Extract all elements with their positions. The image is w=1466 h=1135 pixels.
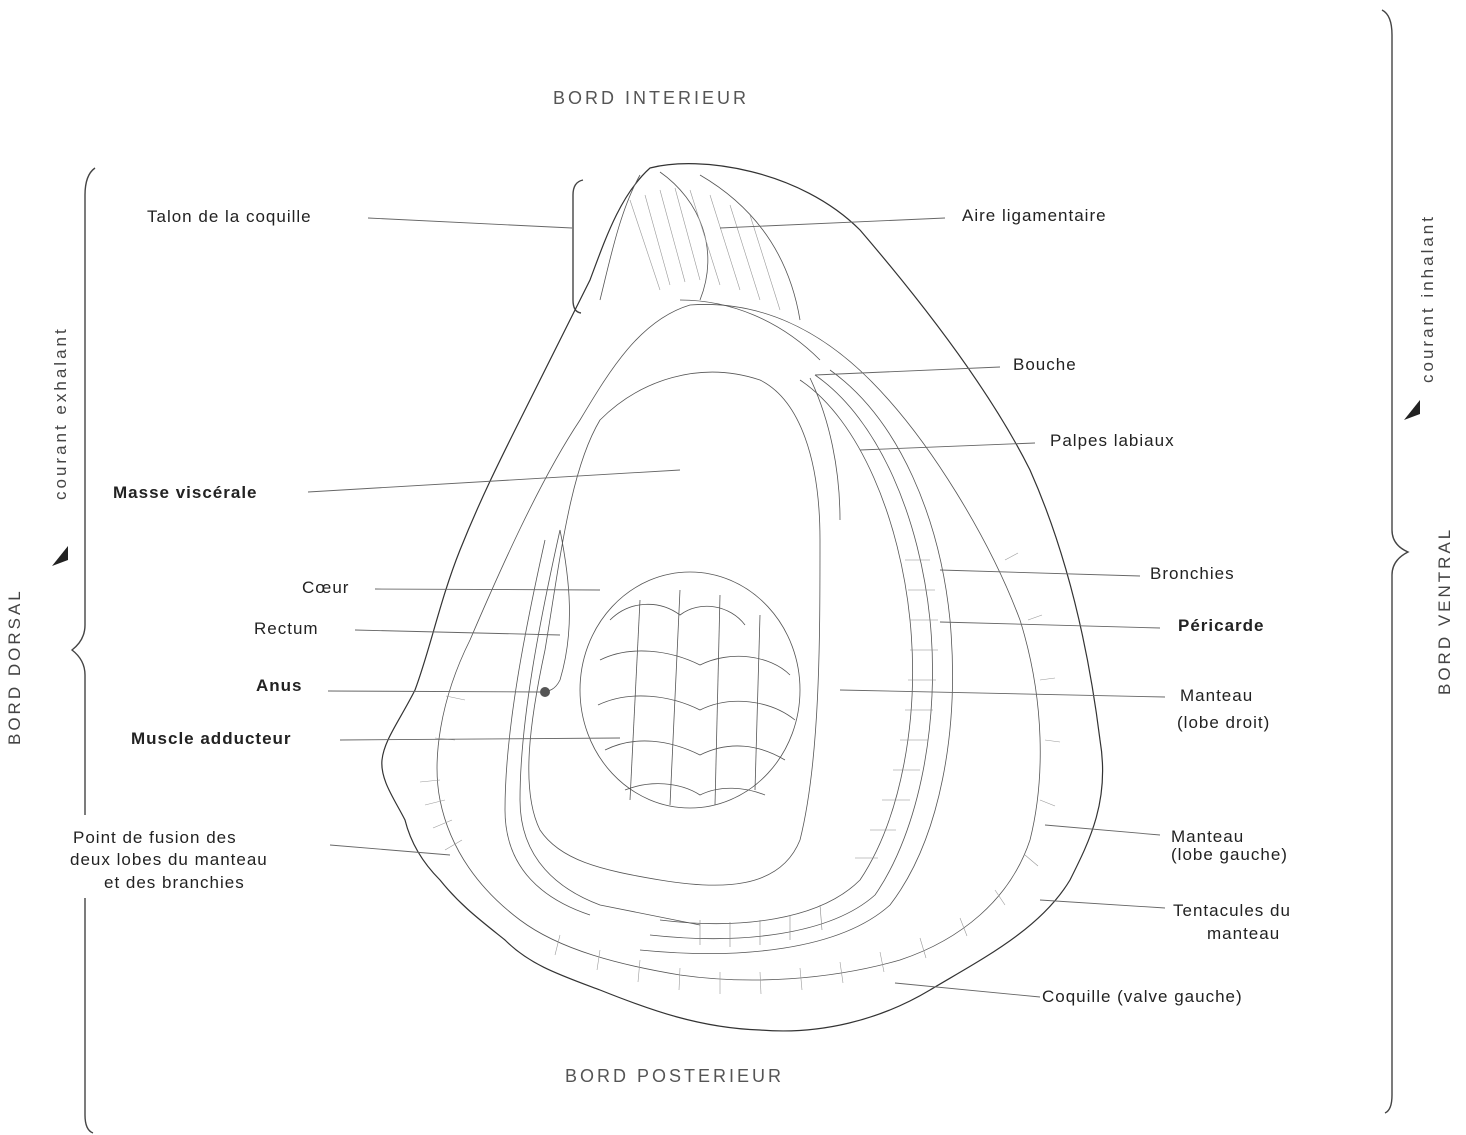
rectum-line bbox=[545, 530, 569, 691]
label-fusion-line1: Point de fusion des bbox=[73, 828, 237, 847]
label-masse-viscerale: Masse viscérale bbox=[113, 483, 258, 502]
gill-band-3 bbox=[640, 370, 953, 954]
gill-band-1 bbox=[660, 380, 913, 924]
left-brace-lower bbox=[85, 898, 93, 1133]
label-tentacules-1: Tentacules du bbox=[1173, 901, 1291, 920]
label-manteau-gauche-1: Manteau bbox=[1171, 827, 1244, 846]
adductor-muscle-cells bbox=[598, 590, 795, 805]
exhalant-arrow-icon bbox=[52, 546, 68, 566]
label-bronchies: Bronchies bbox=[1150, 564, 1235, 583]
label-manteau-droit-1: Manteau bbox=[1180, 686, 1253, 705]
label-muscle-adducteur: Muscle adducteur bbox=[131, 729, 292, 748]
gill-band-2 bbox=[650, 375, 933, 939]
talon-bracket bbox=[573, 180, 583, 313]
left-brace-upper bbox=[72, 168, 95, 815]
label-manteau-gauche-2: (lobe gauche) bbox=[1171, 845, 1288, 864]
label-rectum: Rectum bbox=[254, 619, 319, 638]
adductor-muscle-outline bbox=[580, 572, 800, 808]
gill-hatching bbox=[700, 560, 938, 947]
anus-dot bbox=[540, 687, 550, 697]
ligament-stroke-1 bbox=[660, 172, 708, 300]
label-anus: Anus bbox=[256, 676, 303, 695]
edge-bottom-label: BORD POSTERIEUR bbox=[565, 1066, 784, 1086]
ligament-stroke-2 bbox=[700, 175, 800, 320]
label-tentacules-2: manteau bbox=[1207, 924, 1280, 943]
edge-right-label: BORD VENTRAL bbox=[1435, 527, 1454, 695]
current-exhalant-label: courant exhalant bbox=[51, 326, 70, 500]
right-brace bbox=[1382, 10, 1408, 1113]
label-coquille: Coquille (valve gauche) bbox=[1042, 987, 1243, 1006]
gill-band-left-1 bbox=[520, 530, 700, 925]
label-fusion-line3: et des branchies bbox=[104, 873, 245, 892]
gill-band-left-2 bbox=[505, 540, 590, 915]
label-palpes-labiaux: Palpes labiaux bbox=[1050, 431, 1175, 450]
label-talon: Talon de la coquille bbox=[147, 207, 312, 226]
ligament-hatching bbox=[630, 188, 780, 310]
visceral-mass-outline bbox=[529, 372, 820, 885]
edge-left-label: BORD DORSAL bbox=[5, 588, 24, 745]
label-fusion-line2: deux lobes du manteau bbox=[70, 850, 268, 869]
inhalant-arrow-icon bbox=[1404, 400, 1420, 420]
leader-lines bbox=[308, 218, 1165, 997]
label-coeur: Cœur bbox=[302, 578, 349, 597]
label-aire-ligamentaire: Aire ligamentaire bbox=[962, 206, 1107, 225]
label-bouche: Bouche bbox=[1013, 355, 1077, 374]
label-manteau-droit-2: (lobe droit) bbox=[1177, 713, 1270, 732]
edge-top-label: BORD INTERIEUR bbox=[553, 88, 749, 108]
current-inhalant-label: courant inhalant bbox=[1418, 214, 1437, 383]
palps-stroke bbox=[810, 378, 840, 520]
label-pericarde: Péricarde bbox=[1178, 616, 1265, 635]
